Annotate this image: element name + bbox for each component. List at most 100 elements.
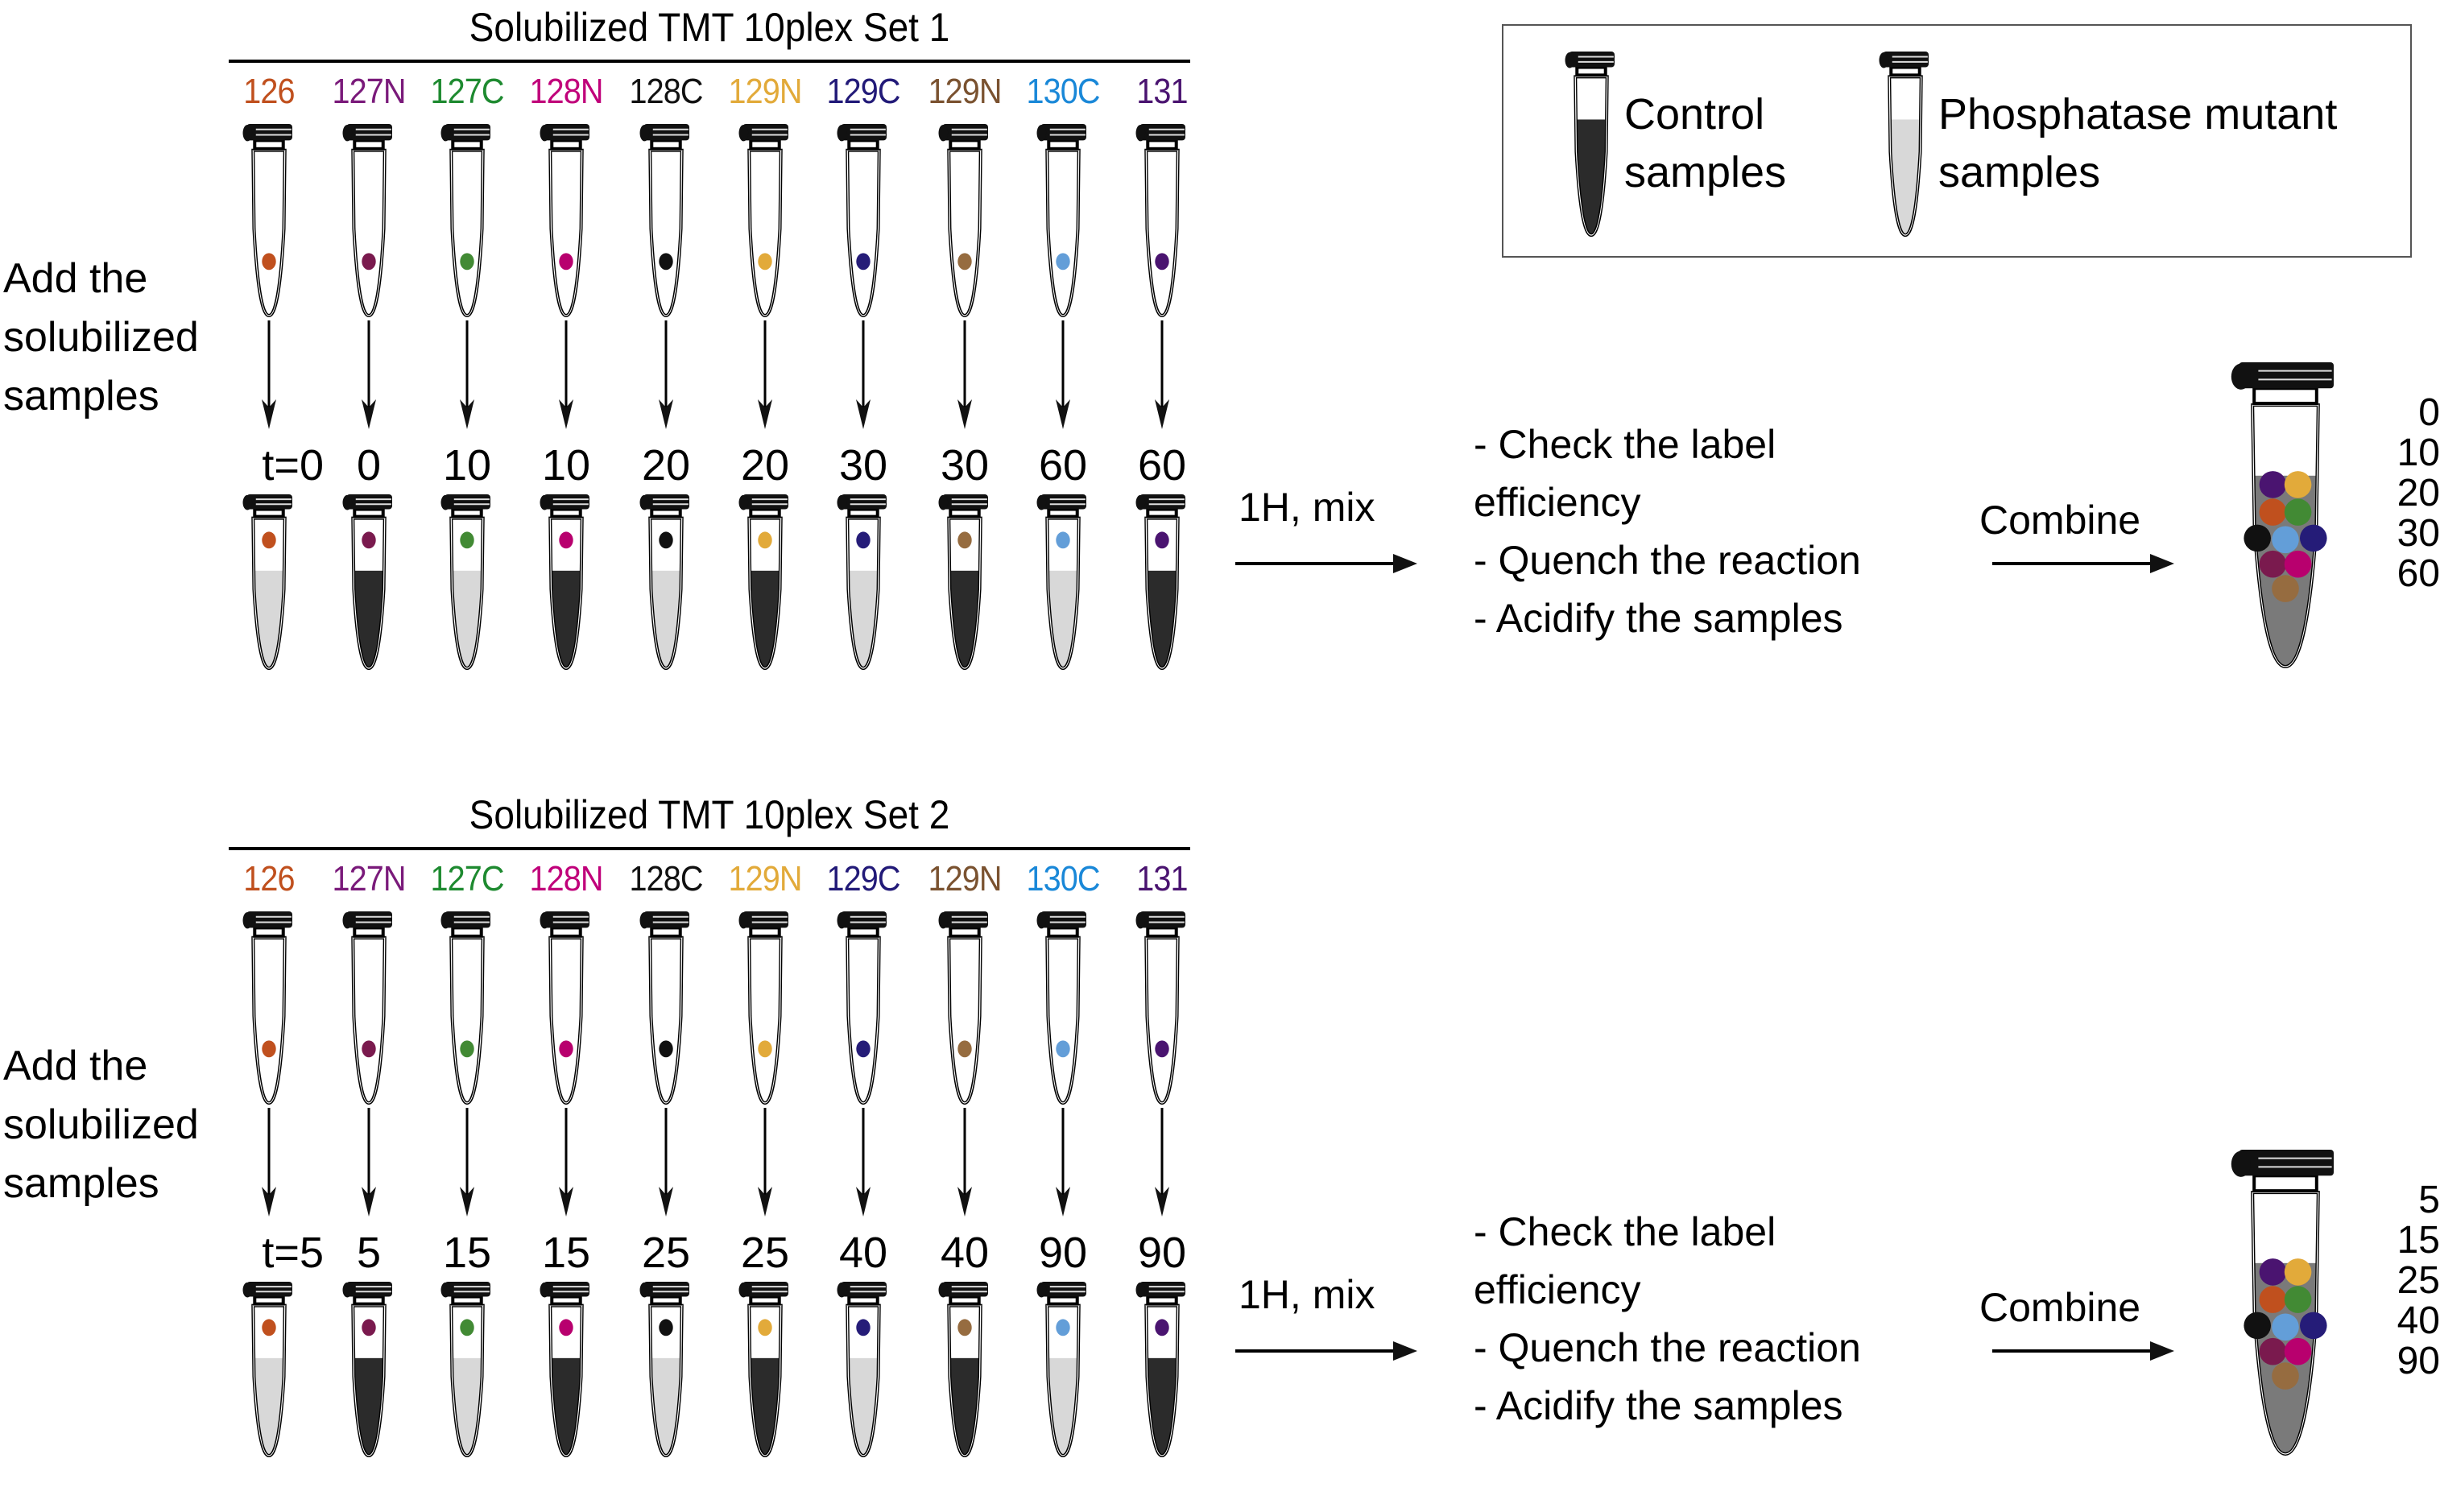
tube-body	[747, 148, 783, 318]
mutant-sample-tube	[1024, 1280, 1102, 1468]
tube-hinge	[837, 494, 847, 510]
tube-neck	[451, 507, 483, 518]
time-point-label: 90	[1137, 1229, 1187, 1277]
combined-label-dot	[2259, 1258, 2287, 1286]
tube-hinge	[738, 494, 749, 510]
title-underline	[229, 847, 1190, 850]
tube-cap	[841, 494, 887, 510]
instruction-line: solubilized	[3, 314, 199, 361]
combine-arrow-icon	[1992, 1341, 2174, 1361]
note-line: - Acidify the samples	[1474, 596, 1843, 641]
tube-neck	[650, 926, 682, 938]
tmt-label-dot	[460, 1319, 474, 1336]
tube-cap	[2239, 362, 2334, 389]
tube-body	[1045, 148, 1081, 318]
control-sample-tube	[925, 493, 1004, 680]
down-arrow-icon	[559, 1108, 573, 1217]
combined-time-value: 20	[2397, 472, 2440, 514]
legend-mutant-line1: Phosphatase mutant	[1938, 90, 2338, 138]
tmt-label-dot	[758, 531, 772, 549]
combined-time-value: 15	[2397, 1219, 2440, 1262]
down-arrow-icon	[1155, 1108, 1169, 1217]
combined-label-dot	[2300, 1312, 2327, 1340]
down-arrow-icon	[957, 1108, 972, 1217]
tube-cap	[841, 124, 887, 141]
control-sample-tube	[1123, 1280, 1201, 1468]
tube-cap	[246, 1282, 292, 1297]
down-arrow-icon	[758, 1108, 772, 1217]
tube-hinge	[1036, 1282, 1047, 1298]
tube-cap	[1040, 1282, 1086, 1297]
combined-label-dot	[2284, 498, 2312, 526]
tube-neck	[253, 507, 285, 518]
tube-neck	[2252, 386, 2318, 406]
mix-arrow-icon	[1235, 1341, 1417, 1361]
reagent-tube	[230, 910, 308, 1115]
tube-cap	[1139, 124, 1185, 141]
mutant-sample-tube	[627, 1280, 705, 1468]
combined-time-value: 40	[2397, 1299, 2440, 1342]
down-arrow-icon	[262, 320, 276, 429]
tube-neck	[353, 507, 385, 518]
tube-neck	[949, 138, 981, 151]
tube-neck	[2252, 1174, 2318, 1193]
tube-neck	[847, 926, 879, 938]
tube-cap	[544, 1282, 589, 1297]
combined-time-value: 0	[2418, 391, 2440, 434]
tube-hinge	[639, 1282, 650, 1298]
tube-hinge	[738, 125, 749, 142]
tube-neck	[949, 926, 981, 938]
tube-hinge	[738, 912, 749, 929]
tube-hinge	[1036, 125, 1047, 142]
tube-neck	[550, 1295, 582, 1306]
combined-label-dot	[2272, 1362, 2299, 1390]
channel-label: 131	[1136, 72, 1188, 111]
time-point-label: 25	[641, 1229, 691, 1277]
tube-neck	[253, 138, 285, 151]
down-arrow-icon	[262, 1108, 276, 1217]
tube-hinge	[837, 125, 847, 142]
tube-hinge	[1135, 912, 1146, 929]
tube-cap	[1569, 52, 1615, 68]
tube-cap	[643, 911, 689, 928]
tube-body	[947, 148, 982, 318]
time-point-label: 20	[641, 441, 691, 490]
tube-hinge	[540, 494, 550, 510]
control-sample-tube	[925, 1280, 1004, 1468]
tube-body	[251, 936, 287, 1105]
tube-hinge	[540, 125, 550, 142]
tube-hinge	[639, 912, 650, 929]
tube-hinge	[639, 125, 650, 142]
tube-cap	[445, 124, 490, 141]
tmt-label-dot	[957, 1040, 972, 1058]
time-point-label: 0	[356, 441, 382, 490]
tube-neck	[353, 926, 385, 938]
legend-mutant-label: Phosphatase mutant samples	[1938, 85, 2337, 201]
mutant-sample-tube	[627, 493, 705, 680]
tmt-label-dot	[262, 1040, 276, 1058]
tube-neck	[949, 507, 981, 518]
time-point-label: 40	[940, 1229, 990, 1277]
time-point-label: 40	[838, 1229, 888, 1277]
channel-label: 127N	[332, 72, 406, 111]
channel-label: 129N	[728, 72, 802, 111]
tmt-label-dot	[559, 253, 573, 271]
title-underline	[229, 60, 1190, 63]
channel-label: 126	[243, 859, 295, 899]
channel-label: 129C	[826, 72, 900, 111]
tmt-label-dot	[460, 531, 474, 549]
reagent-tube	[1024, 122, 1102, 328]
tmt-label-dot	[262, 531, 276, 549]
tmt-label-dot	[856, 253, 871, 271]
combined-time-value: 25	[2397, 1259, 2440, 1302]
tube-cap	[942, 124, 988, 141]
channel-label: 127N	[332, 859, 406, 899]
tmt-label-dot	[957, 253, 972, 271]
tube-hinge	[639, 494, 650, 510]
tmt-label-dot	[1056, 1319, 1070, 1336]
channel-label: 131	[1136, 859, 1188, 899]
down-arrow-icon	[856, 320, 871, 429]
tmt-label-dot	[1056, 253, 1070, 271]
combined-label-dot	[2284, 550, 2312, 578]
